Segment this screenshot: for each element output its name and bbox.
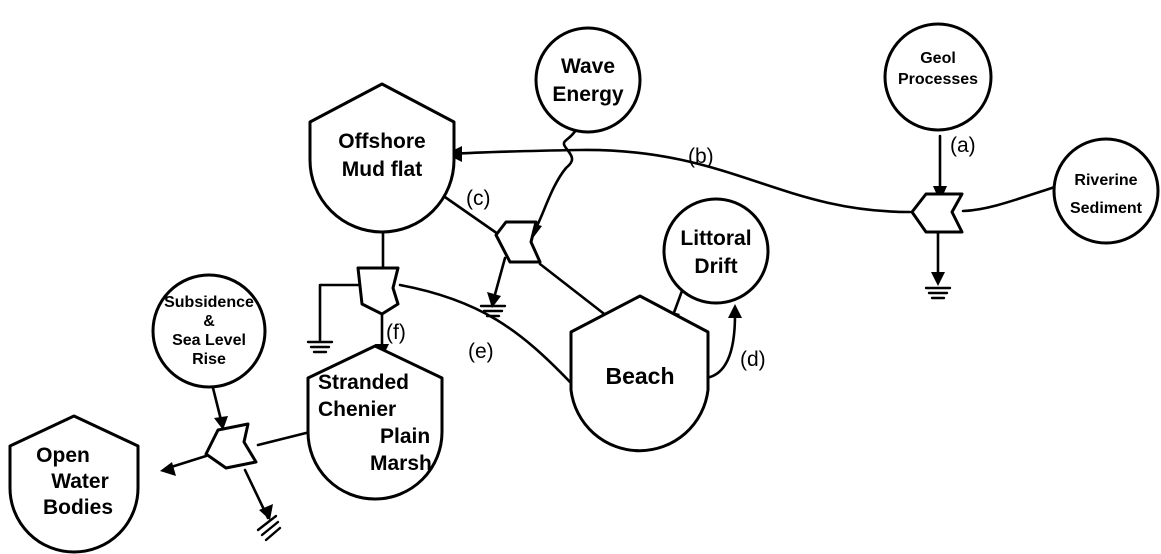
wave-label-line1: Wave xyxy=(561,55,615,78)
subsidence-label-line3: Sea Level xyxy=(172,332,246,349)
open-water-label-line3: Bodies xyxy=(43,496,113,519)
source-littoral-drift xyxy=(662,197,770,305)
open-water-label-line2: Water xyxy=(51,470,109,493)
subsidence-label-line1: Subsidence xyxy=(164,294,254,311)
interaction-left xyxy=(356,266,400,316)
geol-label-line1: Geol xyxy=(920,50,956,67)
interaction-symbols xyxy=(204,192,964,470)
node-labels: Geol Processes Wave Energy Riverine Sedi… xyxy=(36,50,1143,519)
ground-symbols xyxy=(256,286,952,542)
riverine-label-line1: Riverine xyxy=(1074,172,1137,189)
flow-e-line xyxy=(398,283,572,384)
source-wave-energy xyxy=(534,26,642,134)
riverine-label-line2: Sediment xyxy=(1070,200,1143,217)
source-riverine-sediment xyxy=(1052,137,1160,245)
middle-ground-line xyxy=(492,256,507,300)
interaction-bottom xyxy=(204,422,258,470)
littoral-label-line1: Littoral xyxy=(680,227,751,250)
stranded-label-line2: Chenier xyxy=(318,398,396,421)
offshore-label-line2: Mud flat xyxy=(342,158,422,181)
source-subsidence-sea-level-rise xyxy=(151,273,267,389)
wave-to-interaction-line xyxy=(534,128,578,230)
flow-b-line xyxy=(450,148,912,214)
stranded-label-line1: Stranded xyxy=(318,371,409,394)
geol-label-line2: Processes xyxy=(898,71,978,88)
littoral-label-line2: Drift xyxy=(694,255,737,278)
subsidence-label-line4: Rise xyxy=(192,351,226,368)
flow-d-line xyxy=(704,313,737,380)
flow-labels: (a) (b) (c) (d) (e) (f) xyxy=(386,134,976,371)
beach-label: Beach xyxy=(605,363,674,389)
riverine-to-interaction-line xyxy=(961,184,1060,213)
storage-open-water-bodies xyxy=(8,414,140,554)
flow-label-c: (c) xyxy=(466,187,491,210)
stranded-to-interaction-line xyxy=(256,430,312,447)
source-geol-processes xyxy=(883,22,993,132)
flow-label-d: (d) xyxy=(740,348,766,371)
flow-label-f: (f) xyxy=(386,321,406,344)
arrowhead-d xyxy=(728,304,742,318)
storage-stranded-marsh xyxy=(306,344,444,501)
ground-symbol-right xyxy=(924,286,952,300)
ground-symbol-middle xyxy=(479,304,507,318)
open-water-label-line1: Open xyxy=(36,444,90,467)
flow-label-e: (e) xyxy=(468,340,494,363)
storages xyxy=(8,82,710,554)
ground-symbol-left xyxy=(306,340,334,354)
arrowhead-subsidence xyxy=(214,416,228,430)
ground-symbol-bottom xyxy=(256,514,282,542)
subsidence-label-line2: & xyxy=(203,313,215,330)
flow-label-a: (a) xyxy=(950,134,976,157)
wave-label-line2: Energy xyxy=(552,83,624,106)
interaction-middle xyxy=(494,220,542,264)
storage-offshore-mudflat xyxy=(308,82,456,234)
arrowhead-bottom-ground xyxy=(259,504,273,520)
arrowhead-open-water xyxy=(160,462,176,476)
arrowhead-right-ground xyxy=(931,272,945,286)
storage-beach xyxy=(569,294,710,453)
sources xyxy=(151,22,1160,389)
interaction-to-openwater-line xyxy=(166,454,208,470)
flow-label-b: (b) xyxy=(688,145,714,168)
middle-to-beach-line xyxy=(538,262,614,322)
offshore-label-line1: Offshore xyxy=(338,130,426,153)
interaction-right xyxy=(910,192,964,234)
left-ground-line xyxy=(318,283,360,342)
stranded-label-line3: Plain xyxy=(380,425,430,448)
arrowhead-middle-ground xyxy=(487,292,501,308)
stranded-label-line4: Marsh xyxy=(370,452,432,475)
